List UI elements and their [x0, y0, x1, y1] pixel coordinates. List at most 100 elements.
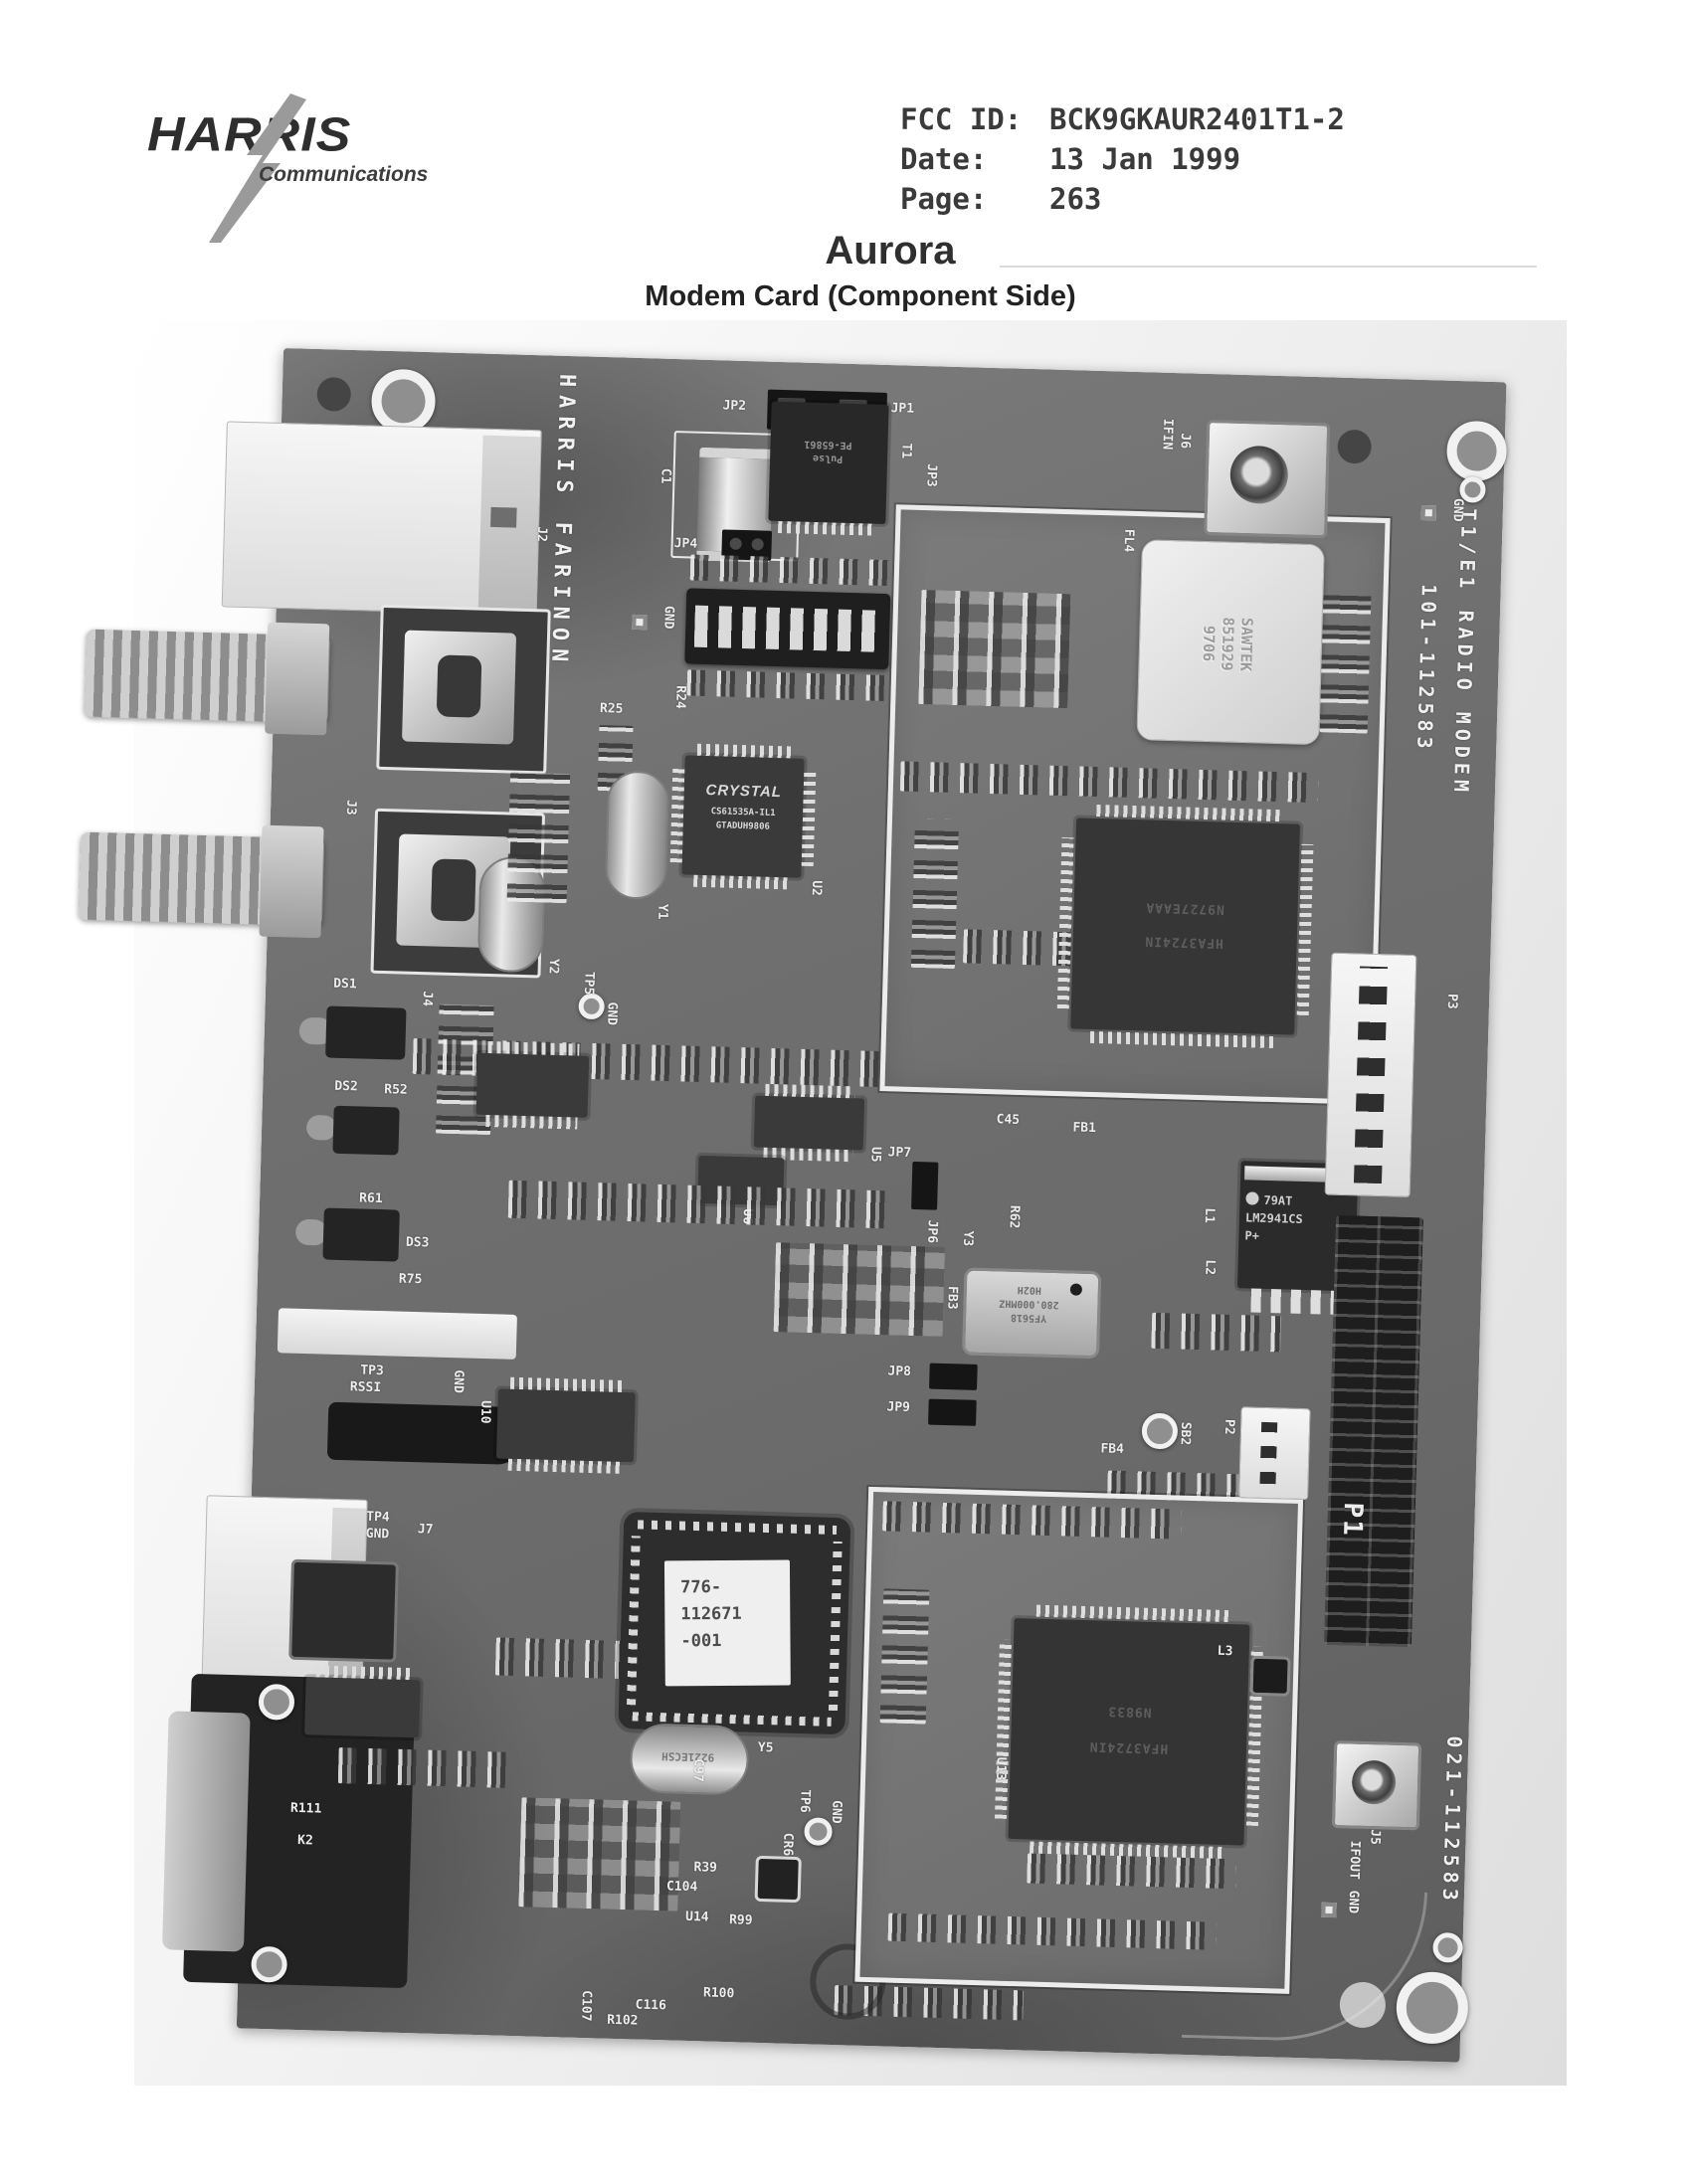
refdes-ds3: DS3 [405, 1234, 430, 1251]
jumper-pin [751, 538, 764, 551]
component-column [1319, 588, 1372, 734]
bnc-connector-1-body [376, 604, 551, 775]
bnc-connector-1-flange [402, 630, 517, 745]
refdes-r52: R52 [384, 1082, 408, 1098]
component-column [910, 818, 960, 970]
refdes-j6: J6 [1177, 433, 1193, 450]
refdes-r61: R61 [358, 1190, 383, 1207]
plcc-pads [637, 1520, 838, 1535]
screw-hole [316, 376, 352, 412]
refdes-j2: J2 [533, 526, 550, 543]
oscillator-y3: YF5618 280.000MHZ H02H [961, 1267, 1102, 1360]
jack-slot [490, 506, 517, 528]
gnd-label-tp4: GND [365, 1526, 390, 1543]
modem-card-board: J2 J3 DS1 DS2 DS3 R52 R61 R75 TP3 RSSI G… [78, 348, 1508, 2063]
silkscreen-assembly-number: 101-112583 [1412, 583, 1441, 754]
mcx-connector-j5 [1331, 1740, 1422, 1831]
connector-p2 [1238, 1406, 1311, 1501]
harris-logo-division: Communications [259, 163, 429, 186]
refdes-u13: U13 [993, 1756, 1009, 1781]
component-column [506, 772, 571, 904]
refdes-jp7: JP7 [887, 1145, 912, 1161]
resistor-row [689, 554, 892, 587]
soic-ic-u12 [304, 1677, 421, 1738]
fcc-id-value: BCK9GKAUR2401T1-2 [1049, 102, 1345, 136]
refdes-u14: U14 [684, 1909, 709, 1925]
refdes-p2: P2 [1221, 1418, 1237, 1435]
d-sub-shell [161, 1711, 251, 1952]
rf-ic-bottom-lot: N9833 [1107, 1703, 1152, 1720]
refdes-tp4: TP4 [366, 1509, 390, 1526]
mounting-hole-bottom-right [1395, 1970, 1469, 2045]
refdes-fb3: FB3 [944, 1285, 960, 1310]
plcc-pads [627, 1536, 641, 1706]
resistor-row [686, 669, 889, 702]
refdes-ifin: IFIN [1159, 418, 1176, 451]
refdes-r39: R39 [693, 1860, 718, 1876]
refdes-l1: L1 [1201, 1207, 1218, 1224]
bnc-connector-2-nut [259, 824, 324, 939]
modem-ic-marking: 776- 112671 -001 [680, 1574, 781, 1656]
solder-bridge-sb2 [1141, 1412, 1179, 1450]
saw-filter-marking: SAWTEK 851929 9706 [1197, 569, 1257, 720]
refdes-c97: C97 [689, 1757, 706, 1782]
dip-switch-sw1 [684, 588, 891, 670]
fcc-id-row: FCC ID: BCK9GKAUR2401T1-2 [900, 99, 1457, 139]
trace-arc [1181, 1885, 1428, 2045]
refdes-tp6: TP6 [797, 1788, 813, 1813]
p2-pins [1259, 1421, 1278, 1485]
rf-ic-bottom: HFA3724IN N9833 [1008, 1618, 1250, 1846]
gnd-pad-bottom-right [1321, 1902, 1337, 1918]
soic-ic [475, 1052, 590, 1118]
refdes-cr6: CR6 [779, 1832, 796, 1857]
refdes-c116: C116 [635, 1997, 667, 2014]
line-interface-ic: CRYSTAL CS61535A-IL1 GTADUH9806 [681, 755, 805, 878]
component-row [507, 1180, 887, 1229]
p3-pins [1353, 966, 1389, 1184]
refdes-r24: R24 [672, 685, 688, 709]
refdes-u2: U2 [808, 879, 825, 897]
refdes-t1: T1 [898, 443, 914, 459]
mcx-connector-j6 [1204, 419, 1331, 539]
page-value: 263 [1049, 182, 1102, 216]
transformer-t1: Pulse PE-65861 [768, 401, 889, 536]
jumper-jp7 [911, 1161, 939, 1210]
component-column [879, 1588, 930, 1725]
lightning-bolt-icon [209, 93, 306, 243]
scan-artifact-line [1000, 266, 1537, 268]
modem-ic-line3: -001 [680, 1631, 722, 1652]
modem-ic-line2: 112671 [680, 1603, 742, 1625]
test-pad-tp5 [578, 993, 605, 1020]
refdes-r111: R111 [289, 1800, 322, 1817]
line-interface-marking: CRYSTAL CS61535A-IL1 GTADUH9806 [683, 781, 804, 832]
refdes-r99: R99 [728, 1912, 753, 1928]
harris-logo: HARRIS Communications [147, 93, 475, 243]
bnc-connector-1-nut [265, 622, 330, 736]
gnd-pad-top-right [1420, 505, 1437, 521]
refdes-fl4: FL4 [1120, 528, 1137, 553]
refdes-r75: R75 [398, 1271, 423, 1288]
crystal-part: CS61535A-IL1 [710, 807, 776, 819]
refdes-u5: U5 [867, 1146, 883, 1163]
soic-ic-u5 [753, 1095, 865, 1151]
refdes-j5: J5 [1367, 1829, 1383, 1846]
refdes-fb1: FB1 [1072, 1120, 1097, 1137]
page-subtitle: Modem Card (Component Side) [645, 280, 1076, 312]
d-sub-screw-top [258, 1683, 295, 1721]
refdes-p3: P3 [1443, 993, 1460, 1009]
refdes-r102: R102 [606, 2012, 639, 2029]
component-row [337, 1747, 513, 1788]
rf-ic-top-marking: HFA3724IN N9727EAAA [1086, 888, 1282, 961]
refdes-fb4: FB4 [1100, 1441, 1125, 1458]
crystal-y1 [604, 770, 670, 900]
led-ds3-body [322, 1207, 400, 1262]
page-row: Page: 263 [900, 179, 1457, 219]
ic-pins [801, 770, 817, 867]
dip-switch-rockers [693, 605, 882, 652]
modem-ic-plcc: 776- 112671 -001 [618, 1512, 851, 1735]
component-cluster [518, 1797, 681, 1911]
inductor-l3-body [1252, 1658, 1288, 1694]
refdes-j4: J4 [419, 991, 436, 1007]
soic-pins [507, 1458, 622, 1474]
